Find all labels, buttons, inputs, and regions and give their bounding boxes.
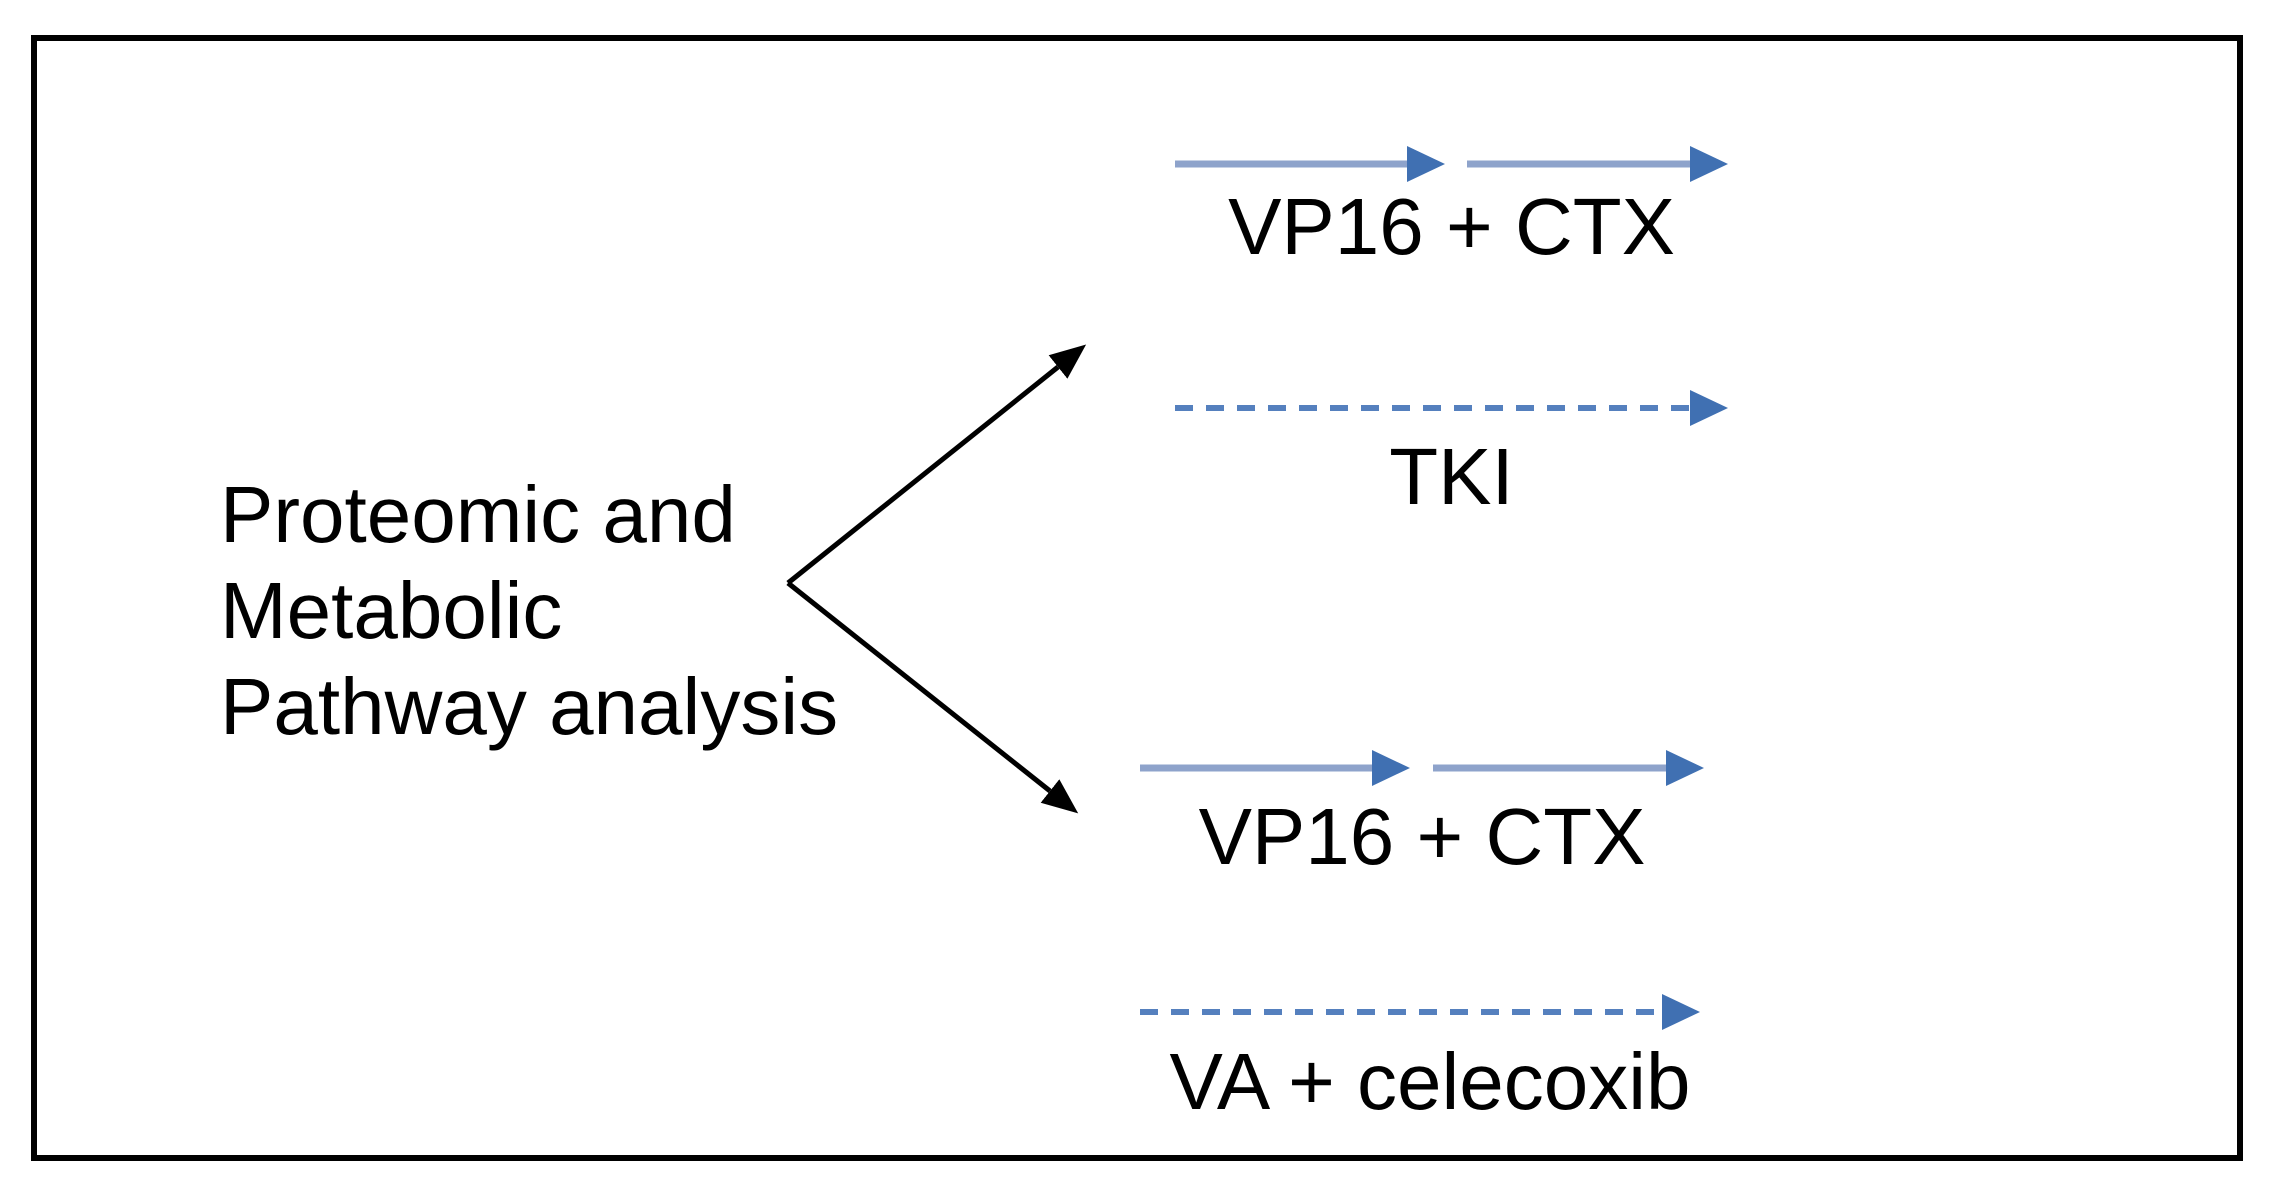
label-vp16-ctx-bottom: VP16 + CTX	[1198, 792, 1646, 881]
source-label-line-3: Pathway analysis	[220, 662, 839, 751]
branch-arrow-upper	[786, 344, 1087, 585]
label-tki: TKI	[1389, 432, 1514, 521]
source-label-line-1: Proteomic and	[220, 470, 736, 559]
source-label-line-2: Metabolic	[220, 566, 563, 655]
branch-arrows	[786, 344, 1087, 814]
label-vp16-ctx-top: VP16 + CTX	[1228, 182, 1675, 271]
figure-border	[31, 35, 2243, 1161]
label-va-celecoxib: VA + celecoxib	[1169, 1037, 1691, 1126]
branch-arrow-lower	[786, 581, 1079, 814]
source-label: Proteomic and Metabolic Pathway analysis	[220, 467, 838, 755]
